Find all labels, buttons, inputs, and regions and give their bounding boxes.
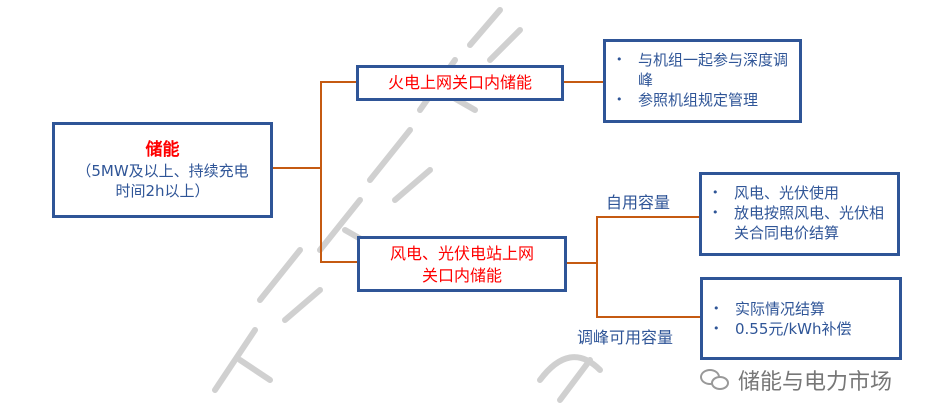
list-item: 与机组一起参与深度调峰	[606, 50, 789, 90]
list-item: 风电、光伏使用	[702, 183, 889, 203]
list-item: 0.55元/kWh补偿	[703, 319, 891, 339]
root-subtitle: （5MW及以上、持续充电时间2h以上）	[76, 162, 249, 200]
branch-renewable: 风电、光伏电站上网关口内储能	[357, 236, 567, 292]
connector	[320, 261, 358, 263]
peak-detail: 实际情况结算0.55元/kWh补偿	[700, 277, 902, 360]
peak-label: 调峰可用容量	[577, 328, 674, 347]
footer-account: 储能与电力市场	[700, 364, 892, 396]
list-item: 实际情况结算	[703, 299, 891, 319]
list-item: 参照机组规定管理	[606, 90, 789, 110]
self-use-label: 自用容量	[606, 193, 671, 212]
root-node: 储能 （5MW及以上、持续充电时间2h以上）	[52, 122, 273, 218]
branch-thermal: 火电上网关口内储能	[356, 65, 564, 101]
thermal-detail: 与机组一起参与深度调峰参照机组规定管理	[603, 39, 802, 123]
connector	[320, 81, 322, 263]
self-use-detail: 风电、光伏使用放电按照风电、光伏相关合同电价结算	[699, 172, 900, 256]
wechat-icon	[700, 369, 730, 391]
account-name: 储能与电力市场	[738, 370, 893, 395]
connector	[596, 216, 598, 318]
list-item: 放电按照风电、光伏相关合同电价结算	[702, 203, 889, 243]
connector	[272, 167, 322, 169]
root-title: 储能	[145, 140, 180, 160]
connector	[563, 81, 605, 83]
connector	[566, 262, 598, 264]
connector	[320, 81, 358, 83]
connector	[596, 216, 701, 218]
connector	[596, 316, 702, 318]
